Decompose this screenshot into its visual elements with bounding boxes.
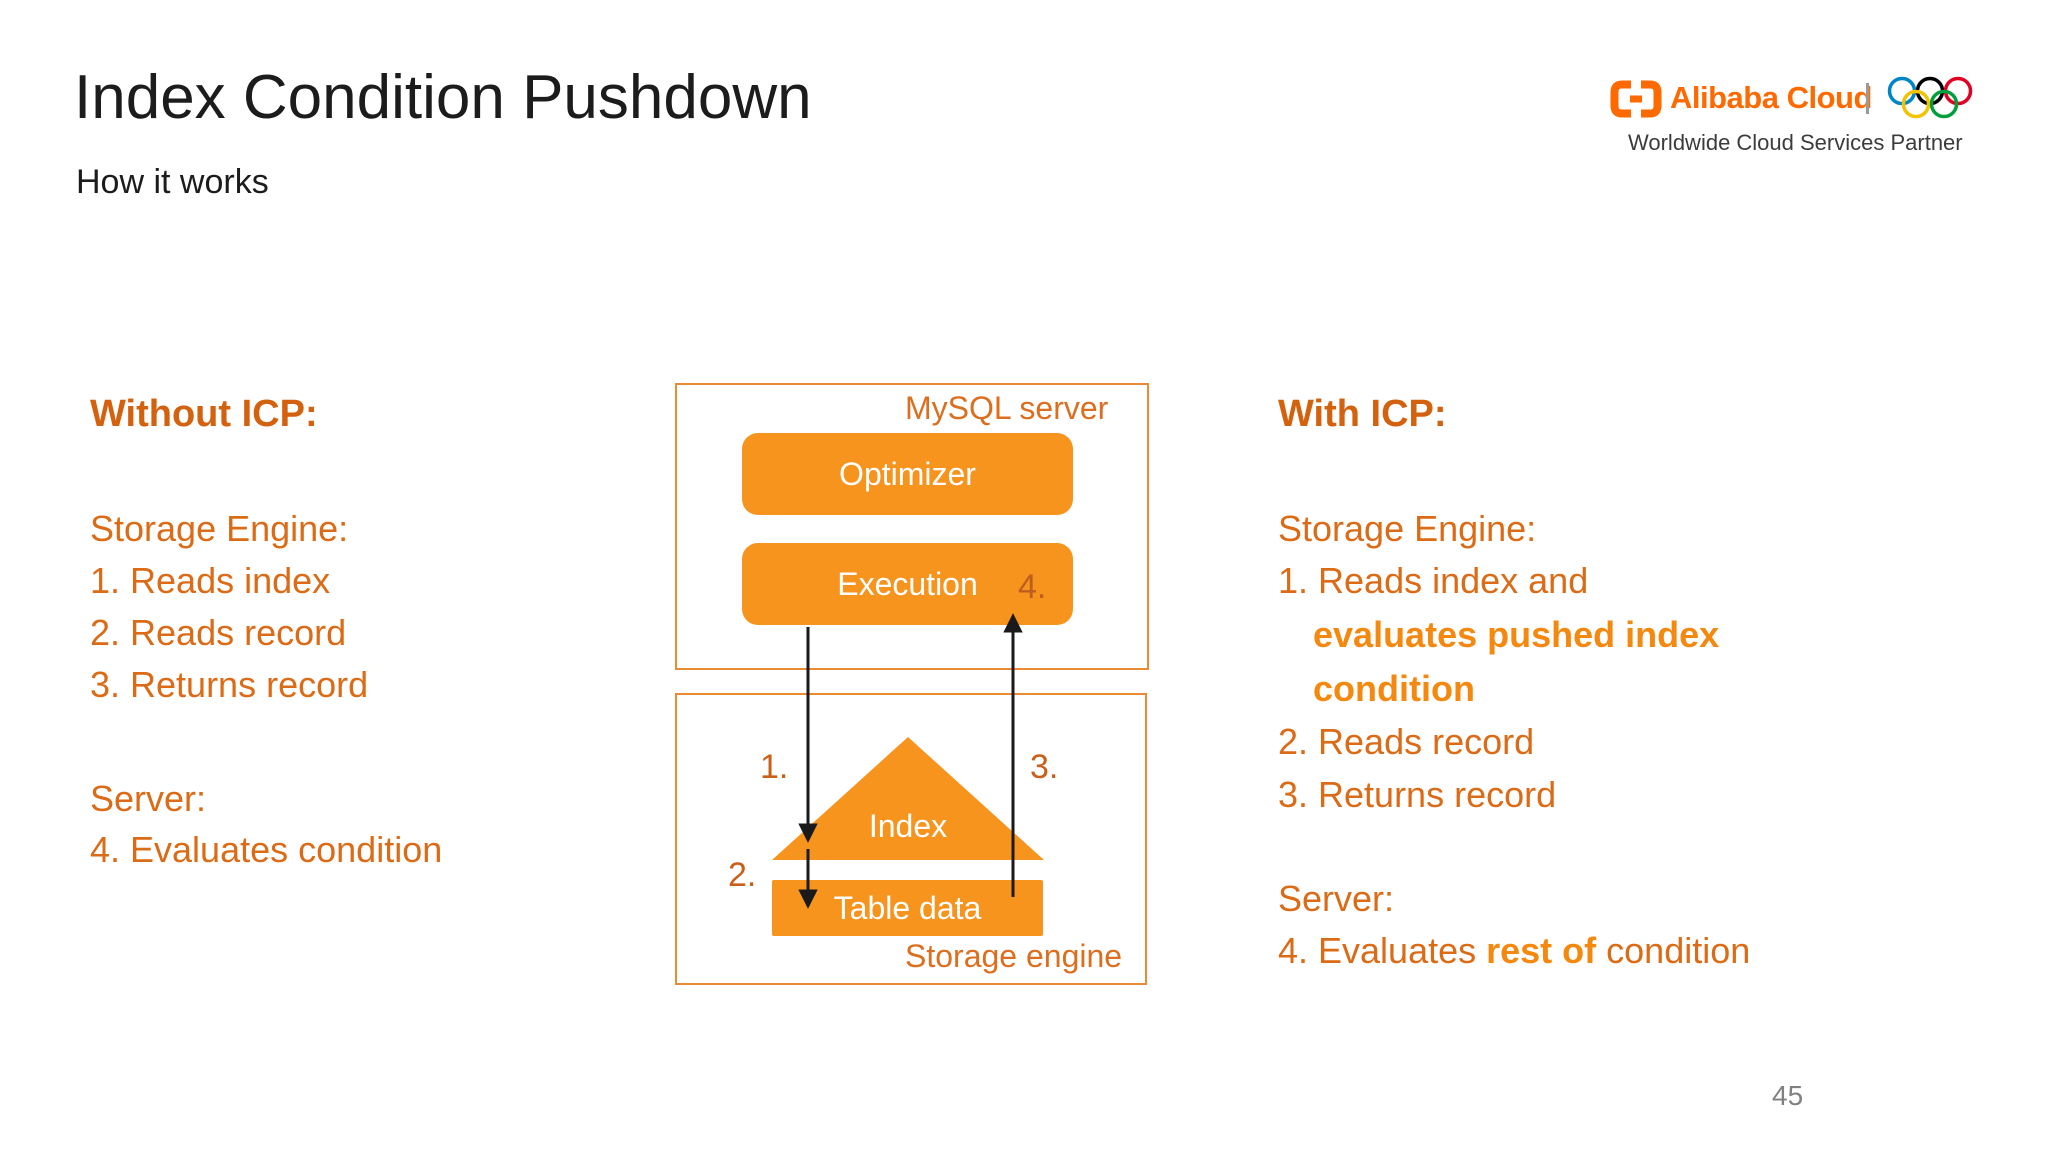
right-step-3: 3. Returns record (1278, 774, 1557, 815)
left-step-3: 3. Returns record (90, 664, 369, 705)
optimizer-block: Optimizer (742, 433, 1073, 515)
right-step-4: 4. Evaluates rest of condition (1278, 930, 1750, 972)
left-step-1: 1. Reads index (90, 560, 331, 601)
page-number: 45 (1772, 1080, 1804, 1111)
step-4-label: 4. (1018, 568, 1047, 606)
right-storage-engine-label: Storage Engine: (1278, 508, 1537, 549)
mysql-server-box (675, 383, 1149, 670)
alibaba-cloud-brand-text: Alibaba Cloud (1670, 80, 1872, 115)
right-step-4-post: condition (1596, 930, 1751, 971)
storage-engine-box (675, 693, 1147, 985)
table-data-block: Table data (772, 880, 1043, 936)
left-step-2: 2. Reads record (90, 612, 347, 653)
page-subtitle: How it works (76, 163, 269, 201)
step-3-label: 3. (1030, 748, 1059, 786)
alibaba-cloud-logo-icon (1610, 80, 1662, 118)
right-step-1-line-1: 1. Reads index and (1278, 560, 1589, 601)
page-title: Index Condition Pushdown (74, 63, 812, 132)
left-server-label: Server: (90, 778, 207, 819)
execution-label: Execution (837, 565, 978, 602)
execution-block: Execution (742, 543, 1073, 625)
optimizer-label: Optimizer (839, 455, 976, 492)
index-label: Index (868, 808, 948, 844)
right-step-2: 2. Reads record (1278, 721, 1535, 762)
olympic-rings-icon (1887, 76, 1973, 119)
right-step-1-line-3: condition (1313, 668, 1475, 709)
left-step-4: 4. Evaluates condition (90, 829, 443, 870)
storage-engine-label: Storage engine (905, 938, 1123, 974)
step-2-label: 2. (728, 856, 757, 894)
mysql-server-label: MySQL server (905, 390, 1109, 426)
with-icp-heading: With ICP: (1278, 393, 1447, 435)
step-1-label: 1. (760, 748, 789, 786)
right-step-4-bold: rest of (1486, 930, 1597, 971)
table-data-label: Table data (833, 889, 982, 926)
without-icp-heading: Without ICP: (90, 393, 318, 435)
left-storage-engine-label: Storage Engine: (90, 508, 349, 549)
logo-tagline: Worldwide Cloud Services Partner (1628, 130, 1963, 155)
right-server-label: Server: (1278, 878, 1395, 919)
right-step-1-line-2: evaluates pushed index (1313, 614, 1720, 655)
logo-divider (1866, 83, 1869, 114)
right-step-4-pre: 4. Evaluates (1278, 930, 1487, 971)
